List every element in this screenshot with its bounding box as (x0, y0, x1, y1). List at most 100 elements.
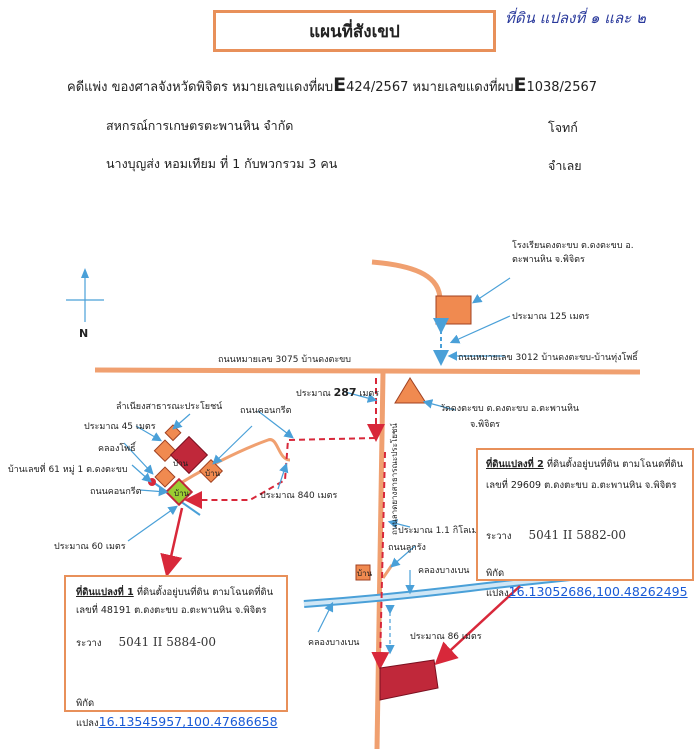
plot1-pointer (160, 507, 184, 578)
house-no-pointer (131, 464, 152, 483)
route-dashed-plot2 (371, 451, 390, 670)
plaintiff-name: สหกรณ์การเกษตรตะพานหิน จำกัด (106, 118, 294, 133)
concrete-road-left (169, 438, 291, 492)
plot1-deed: เลขที่ 48191 ต.ดงตะขบ อ.ตะพานหิน จ.พิจิต… (76, 605, 267, 616)
concrete-road-pointer (257, 410, 294, 439)
plot2-pointer (434, 585, 521, 666)
house-location-dot (148, 478, 156, 486)
dist-45-label: ประมาณ 45 เมตร (84, 422, 156, 432)
plot2-parcel (379, 659, 439, 701)
school-label: โรงเรียนดงตะขบ ต.ดงตะขบ อ. (512, 241, 634, 251)
plot2-coord-row: พิกัดแปลง16.13052686,100.48262495 (486, 561, 692, 601)
plot1-coord-row: พิกัดแปลง16.13545957,100.47686658 (76, 691, 286, 731)
case-line: คดีแพ่ง ของศาลจังหวัดพิจิตร หมายเลขแดงที… (67, 74, 597, 97)
plot1-title-rest: ที่ดินตั้งอยู่บนที่ดิน ตามโฉนดที่ดิน (133, 587, 274, 598)
case-e1: E (333, 74, 347, 96)
plot1-sheet-row: ระวาง 5041 II 5884-00 (76, 635, 216, 651)
temple-label-2: จ.พิจิตร (470, 420, 501, 430)
plot2-coord-label: พิกัดแปลง (486, 568, 509, 599)
dist-60-label: ประมาณ 60 เมตร (54, 542, 126, 552)
dist-287-pointer (344, 391, 378, 403)
plot2-info-box: ที่ดินแปลงที่ 2 ที่ดินตั้งอยู่บนที่ดิน ต… (476, 448, 694, 599)
temple-icon (394, 377, 427, 404)
dist-125-label: ประมาณ 125 เมตร (512, 312, 590, 322)
dist-287-unit: เมตร (356, 389, 380, 399)
case-mid: หมายเลขแดงที่ผบ (408, 80, 514, 95)
dist-287-prefix: ประมาณ (296, 389, 334, 399)
dist-287-value: 287 (333, 386, 357, 399)
concrete-road2-pointer (139, 486, 169, 497)
plot1-coord-link[interactable]: 16.13545957,100.47686658 (98, 714, 278, 729)
plaintiff-role: โจทก์ (548, 120, 578, 135)
dist-840-label: ประมาณ 840 เมตร (260, 491, 338, 501)
north-label: N (79, 327, 89, 340)
road-3012-label: ถนนหมายเลข 3012 บ้านดงตะขบ-บ้านทุ่งโพธิ์ (458, 353, 638, 363)
public-building-label: ลำเนียงสาธารณะประโยชน์ (116, 402, 223, 412)
concrete-road-label: ถนนคอนกรีต (240, 406, 292, 416)
house-icon-left (153, 439, 177, 463)
house-label: บ้าน (173, 459, 189, 468)
public-building-icon (164, 424, 182, 442)
asphalt-road-label: ถนนลาดยางสาธารณะประโยชน์ (390, 423, 399, 535)
canal-left-pointer (317, 601, 334, 633)
dist-125-pointer (449, 315, 511, 344)
case-prefix: คดีแพ่ง ของศาลจังหวัดพิจิตร หมายเลขแดงที… (67, 80, 334, 95)
dist-840-pointer (277, 462, 289, 490)
main-road (94, 367, 641, 375)
plot1-sheet-label: ระวาง (76, 638, 102, 649)
dist-86-label: ประมาณ 86 เมตร (410, 632, 482, 642)
page-title-box: แผนที่สังเขป (213, 10, 496, 52)
plot2-title-num: ที่ดินแปลงที่ 2 (486, 459, 544, 470)
plot2-deed: เลขที่ 29609 ต.ดงตะขบ อ.ตะพานหิน จ.พิจิต… (486, 480, 677, 491)
khlong-pho-pointer (123, 442, 154, 475)
plot1-parcel (169, 435, 209, 475)
gravel-road-pointer (390, 545, 416, 568)
page-title: แผนที่สังเขป (309, 21, 400, 42)
plot1-coord-label: พิกัดแปลง (76, 698, 99, 729)
school-building (435, 295, 472, 325)
compass-arrow-icon (66, 268, 104, 322)
temple-pointer (422, 399, 456, 411)
dist-60-pointer (127, 505, 178, 542)
canal-label-right: คลองบางเบน (418, 566, 470, 576)
plot2-sheet: 5041 II 5882-00 (528, 528, 627, 542)
public-building-pointer (172, 413, 191, 430)
house-icon-canal (355, 564, 371, 581)
handwritten-note: ที่ดิน แปลงที่ ๑ และ ๒ (505, 9, 646, 27)
house-canal-label: บ้าน (357, 569, 373, 578)
school-label-2: ตะพานหิน จ.พิจิตร (512, 255, 585, 265)
school-arrow (472, 277, 511, 304)
plot1-sheet: 5041 II 5884-00 (118, 635, 217, 649)
plot1-info-box: ที่ดินแปลงที่ 1 ที่ดินตั้งอยู่บนที่ดิน ต… (64, 575, 288, 729)
plot2-sheet-row: ระวาง 5041 II 5882-00 (486, 528, 626, 544)
case-e2: E (513, 74, 527, 96)
dist-45-pointer (135, 425, 163, 442)
school-road (371, 259, 443, 301)
plot-mark-label: บ้าน (174, 489, 190, 498)
gravel-road-label: ถนนลูกรัง (388, 543, 426, 553)
road-3075-label: ถนนหมายเลข 3075 บ้านดงตะขบ (218, 355, 352, 365)
plot1-title: ที่ดินแปลงที่ 1 ที่ดินตั้งอยู่บนที่ดิน ต… (76, 585, 273, 600)
plot2-coord-link[interactable]: 16.13052686,100.48262495 (508, 584, 688, 599)
plot1-marker (164, 477, 194, 507)
plot1-title-num: ที่ดินแปลงที่ 1 (76, 587, 134, 598)
dist-1-1-label: ประมาณ 1.1 กิโลเมตร (398, 526, 489, 536)
gravel-road-line (381, 564, 394, 579)
house-icon-right (198, 458, 224, 484)
canal-label-left: คลองบางเบน (308, 638, 360, 648)
khlong-pho-label: คลองโพธิ์ (98, 444, 136, 454)
defendant-role: จำเลย (548, 158, 582, 173)
house-no-label: บ้านเลขที่ 61 หมู่ 1 ต.ดงตะขบ (8, 465, 128, 475)
defendant-name: นางบุญส่ง หอมเทียม ที่ 1 กับพวกรวม 3 คน (106, 156, 338, 171)
temple-label: วัดดงตะขบ ต.ดงตะขบ อ.ตะพานหิน (440, 404, 580, 414)
plot2-sheet-label: ระวาง (486, 531, 512, 542)
house-label-right: บ้าน (205, 469, 221, 478)
dist-287-label: ประมาณ 287 เมตร (296, 386, 379, 400)
plot2-title: ที่ดินแปลงที่ 2 ที่ดินตั้งอยู่บนที่ดิน ต… (486, 457, 683, 472)
concrete-road2-label: ถนนคอนกรีต (90, 487, 142, 497)
case-num2: 1038/2567 (526, 80, 598, 95)
house-pointer (212, 425, 253, 465)
dist-1-1-pointer (387, 519, 411, 529)
house-icon-mid (154, 466, 176, 488)
